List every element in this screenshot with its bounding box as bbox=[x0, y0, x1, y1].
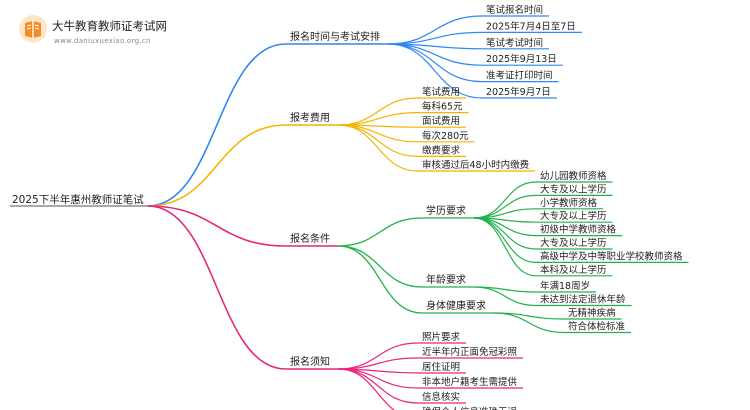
leaf-link-3-4 bbox=[337, 368, 419, 404]
leaf-link-3-5 bbox=[337, 368, 395, 410]
leaf-1-4: 缴费要求 bbox=[422, 144, 461, 156]
leaf-link-0-5 bbox=[387, 43, 483, 99]
leaf-link-0-1 bbox=[387, 31, 483, 45]
branch-topic-0: 报名时间与考试安排 bbox=[290, 30, 380, 43]
sub-leaf-0-4: 初级中学教师资格 bbox=[540, 224, 617, 236]
leaf-0-2: 笔试考试时间 bbox=[486, 37, 543, 49]
sub-leaf-link-0-6 bbox=[473, 217, 537, 263]
leaf-0-5: 2025年9月7日 bbox=[486, 86, 551, 98]
site-logo: 大牛教育教师证考试网 www.daniuxuexiao.org.cn bbox=[18, 12, 218, 52]
leaf-3-2: 居住证明 bbox=[422, 361, 460, 373]
leaf-1-0: 笔试费用 bbox=[422, 86, 460, 98]
branch-topic-3: 报名须知 bbox=[290, 355, 330, 368]
sub-link-0 bbox=[337, 217, 423, 247]
branch-topic-1: 报考费用 bbox=[290, 111, 330, 124]
site-url: www.daniuxuexiao.org.cn bbox=[54, 37, 151, 45]
leaf-1-2: 面试费用 bbox=[422, 115, 460, 127]
sub-leaf-link-0-7 bbox=[473, 217, 537, 277]
leaf-3-5: 确保个人信息准确无误 bbox=[422, 406, 518, 410]
sub-leaf-2-1: 符合体检标准 bbox=[568, 321, 626, 333]
sub-leaf-link-1-1 bbox=[473, 286, 537, 307]
mind-map-nodes: 2025下半年惠州教师证笔试 报名时间与考试安排 笔试报名时间 2025年7月4日至7… bbox=[12, 4, 683, 410]
leaf-1-3: 每次280元 bbox=[422, 130, 469, 142]
sub-leaf-0-5: 大专及以上学历 bbox=[540, 237, 607, 249]
sub-leaf-0-6: 高级中学及中等职业学校教师资格 bbox=[540, 250, 683, 262]
sub-leaf-1-1: 未达到法定退休年龄 bbox=[540, 294, 626, 306]
leaf-link-1-1 bbox=[337, 112, 419, 126]
sub-leaf-1-0: 年满18周岁 bbox=[540, 280, 590, 292]
connector-lines bbox=[10, 15, 689, 410]
sub-leaf-link-0-1 bbox=[473, 194, 537, 219]
leaf-0-0: 笔试报名时间 bbox=[486, 4, 543, 16]
leaf-link-0-0 bbox=[387, 15, 483, 45]
sub-topic-0: 学历要求 bbox=[426, 204, 466, 217]
book-logo-icon bbox=[19, 15, 47, 43]
sub-topic-2: 身体健康要求 bbox=[426, 299, 486, 312]
site-title: 大牛教育教师证考试网 bbox=[52, 19, 167, 33]
leaf-0-1: 2025年7月4日至7日 bbox=[486, 20, 576, 32]
leaf-3-1: 近半年内正面免冠彩照 bbox=[422, 346, 518, 358]
sub-link-1 bbox=[337, 245, 423, 288]
leaf-0-3: 2025年9月13日 bbox=[486, 53, 557, 65]
leaf-link-0-3 bbox=[387, 43, 483, 66]
leaf-3-3: 非本地户籍考生需提供 bbox=[422, 376, 518, 388]
leaf-link-1-0 bbox=[337, 97, 419, 126]
leaf-1-5: 审核通过后48小时内缴费 bbox=[422, 159, 529, 171]
leaf-link-0-4 bbox=[387, 43, 483, 83]
leaf-3-4: 信息核实 bbox=[422, 391, 460, 403]
leaf-3-0: 照片要求 bbox=[422, 331, 461, 343]
leaf-link-1-5 bbox=[337, 124, 419, 172]
sub-leaf-0-0: 幼儿园教师资格 bbox=[540, 170, 607, 182]
leaf-link-3-0 bbox=[337, 342, 419, 370]
leaf-link-3-1 bbox=[337, 357, 419, 370]
sub-leaf-2-0: 无精神疾病 bbox=[568, 307, 616, 319]
sub-link-2 bbox=[337, 245, 423, 314]
leaf-link-3-3 bbox=[337, 368, 419, 389]
sub-leaf-0-1: 大专及以上学历 bbox=[540, 183, 607, 195]
root-topic: 2025下半年惠州教师证笔试 bbox=[12, 193, 144, 206]
sub-leaf-link-0-5 bbox=[473, 217, 537, 250]
branch-topic-2: 报名条件 bbox=[290, 232, 330, 245]
sub-leaf-link-0-0 bbox=[473, 181, 537, 219]
sub-topic-1: 年龄要求 bbox=[426, 273, 466, 286]
branch-link-2 bbox=[147, 205, 287, 247]
leaf-0-4: 准考证打印时间 bbox=[486, 70, 553, 82]
branch-link-3 bbox=[147, 205, 287, 370]
sub-leaf-0-7: 本科及以上学历 bbox=[540, 264, 607, 276]
branch-link-0 bbox=[147, 43, 287, 207]
sub-leaf-link-2-1 bbox=[493, 312, 565, 334]
sub-leaf-0-3: 大专及以上学历 bbox=[540, 210, 607, 222]
leaf-1-1: 每科65元 bbox=[422, 101, 463, 113]
sub-leaf-0-2: 小学教师资格 bbox=[540, 197, 598, 209]
branch-link-1 bbox=[147, 124, 287, 207]
